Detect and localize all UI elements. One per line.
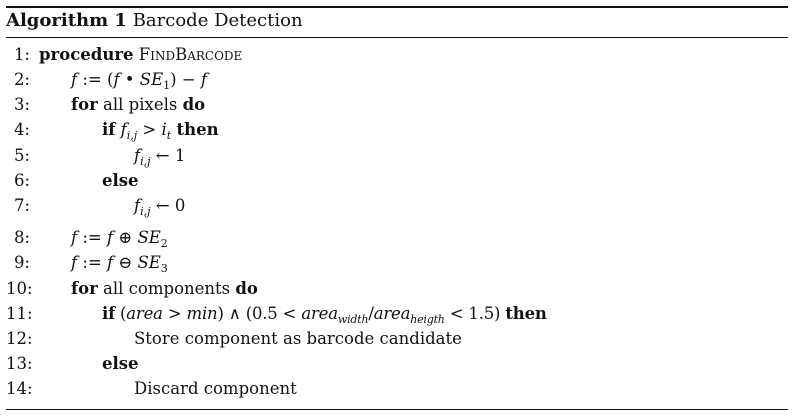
statement: fi,j ← 1	[134, 146, 186, 168]
line-number: 14:	[6, 379, 33, 398]
line-number: 2:	[13, 70, 30, 89]
algorithm-block: Algorithm 1 Barcode Detection 1: procedu…	[6, 0, 788, 417]
statement: f := (f • SE1) − f	[71, 70, 208, 92]
statement: f := f ⊖ SE3	[71, 253, 168, 275]
statement-text: Store component as barcode candidate	[134, 329, 462, 348]
line-number: 9:	[13, 253, 30, 272]
statement: for all pixels do	[71, 95, 206, 114]
keyword-procedure: procedure	[39, 45, 134, 64]
line-number: 11:	[6, 304, 33, 323]
line-number: 7:	[13, 196, 30, 215]
keyword-else: else	[102, 171, 139, 190]
statement: f := f ⊕ SE2	[71, 228, 168, 250]
line-number: 6:	[13, 171, 30, 190]
procedure-name: FindBarcode	[138, 45, 243, 64]
line-number: 8:	[13, 228, 30, 247]
algorithm-caption: Algorithm 1 Barcode Detection	[6, 10, 303, 32]
algorithm-label: Algorithm 1	[6, 10, 127, 31]
statement: if fi,j > it then	[102, 120, 219, 142]
algorithm-title: Barcode Detection	[132, 10, 303, 31]
line-number: 4:	[13, 120, 30, 139]
keyword-else: else	[102, 354, 139, 373]
statement: fi,j ← 0	[134, 196, 186, 218]
line-number: 12:	[6, 329, 33, 348]
bottom-rule	[6, 409, 788, 410]
statement: if (area > min) ∧ (0.5 < areawidth/areah…	[102, 304, 547, 326]
line-number: 10:	[6, 279, 33, 298]
statement-text: Discard component	[134, 379, 297, 398]
statement: for all components do	[71, 279, 258, 298]
line-number: 3:	[13, 95, 30, 114]
caption-rule	[6, 37, 788, 38]
line-number: 13:	[6, 354, 33, 373]
line-number: 5:	[13, 146, 30, 165]
line-number: 1:	[13, 45, 30, 64]
top-rule	[6, 6, 788, 8]
